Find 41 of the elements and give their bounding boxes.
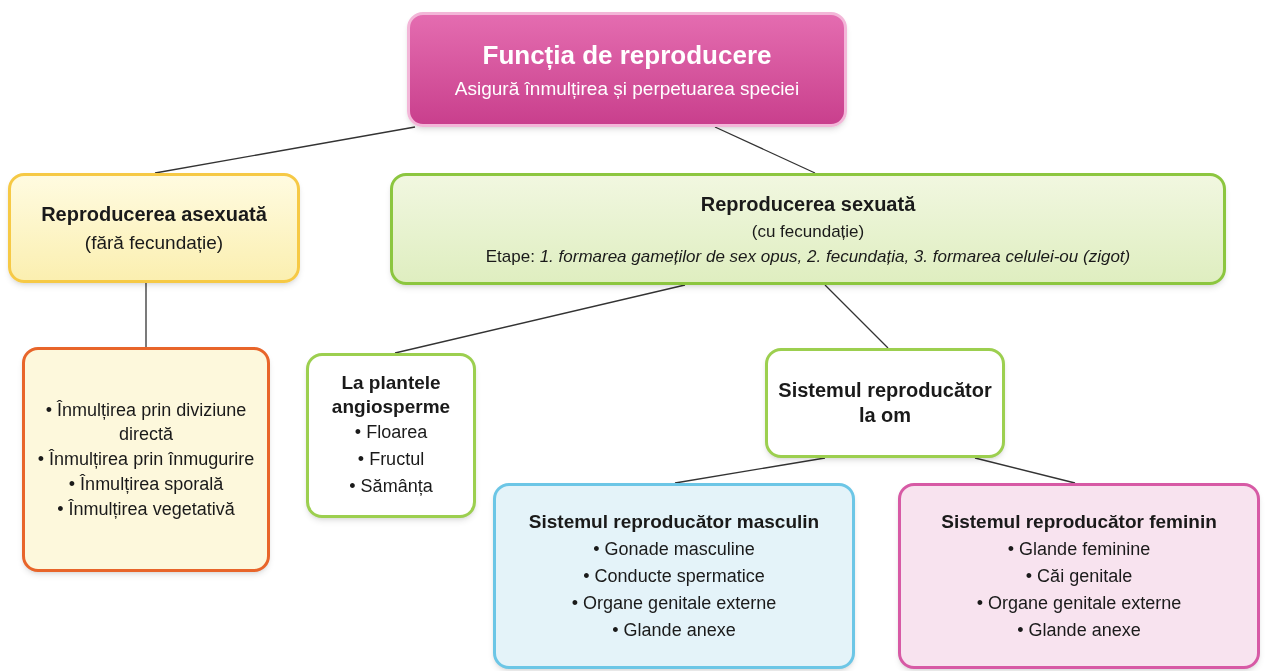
connector-line — [824, 284, 889, 349]
heading-text: Sistemul reproducător feminin — [941, 509, 1217, 534]
list-box — [493, 483, 855, 669]
body-text: • Înmulțirea prin înmugurire — [37, 448, 255, 472]
body-text: • Glande anexe — [612, 619, 736, 643]
body-text: • Glande anexe — [1017, 619, 1141, 643]
body-text: • Organe genitale externe — [976, 592, 1182, 616]
list-box — [898, 483, 1260, 669]
connector-line — [145, 282, 147, 348]
list-box — [306, 353, 476, 518]
heading-text: Reproducerea sexuată — [700, 191, 916, 217]
category-box — [390, 173, 1226, 285]
body-text: • Înmulțirea sporală — [68, 472, 224, 496]
heading-text: Funcția de reproducere — [482, 38, 772, 72]
heading-text: Reproducerea asexuată — [41, 201, 267, 227]
body-text: • Glande feminine — [1007, 538, 1151, 562]
title-box — [407, 12, 847, 127]
connector-line — [154, 126, 416, 174]
body-text: (cu fecundație) — [751, 220, 865, 243]
body-text: • Căi genitale — [1025, 565, 1133, 589]
body-text: • Conducte spermatice — [583, 565, 765, 589]
body-text: • Sămânța — [349, 474, 433, 498]
body-text: • Floarea — [354, 420, 428, 444]
list-box — [22, 347, 270, 572]
body-text: (fără fecundație) — [84, 230, 224, 255]
connector-line — [394, 284, 686, 354]
connector-line — [974, 457, 1076, 484]
body-text: Asigură înmulțirea și perpetuarea speciei — [454, 76, 800, 101]
body-text: • Organe genitale externe — [571, 592, 777, 616]
heading-text: Sistemul reproducător la om — [777, 378, 993, 428]
heading-text: La plantele angiosperme — [330, 371, 452, 419]
body-text: • Înmulțirea vegetativă — [57, 497, 235, 521]
body-text: • Gonade masculine — [593, 538, 755, 562]
category-box — [8, 173, 300, 283]
body-text: • Fructul — [357, 447, 425, 471]
category-box — [765, 348, 1005, 458]
connector-line — [674, 457, 826, 484]
body-text: • Înmulțirea prin diviziune directă — [44, 398, 248, 447]
body-text: Etape: 1. formarea gameților de sex opus, 2. fecundația, 3. formarea celulei-ou (zigot) — [485, 246, 1131, 268]
connector-line — [714, 126, 816, 174]
heading-text: Sistemul reproducător masculin — [528, 509, 820, 534]
